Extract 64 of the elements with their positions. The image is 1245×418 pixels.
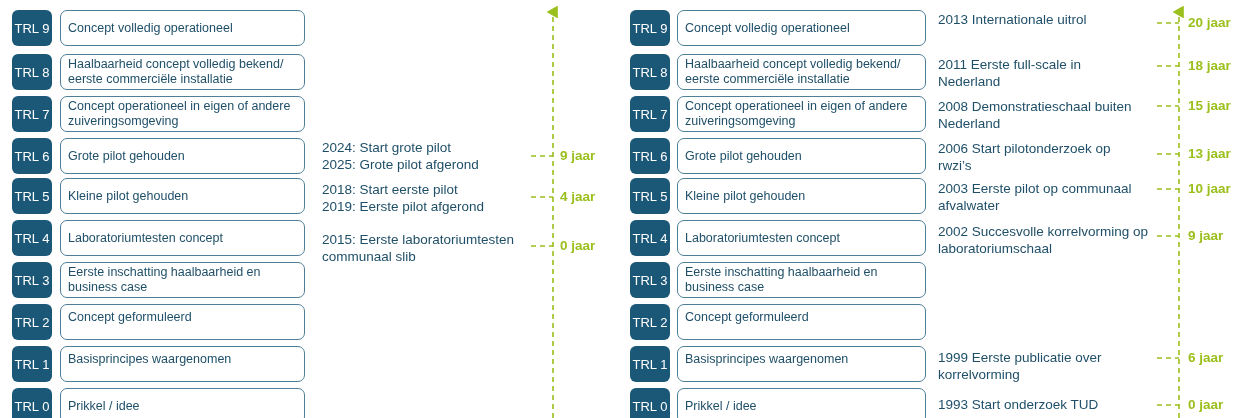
level-badge: TRL 1 bbox=[630, 346, 670, 382]
level-description-box: Concept volledig operationeel bbox=[677, 10, 926, 46]
level-description-box: Concept geformuleerd bbox=[60, 304, 305, 340]
milestone-text: 2002 Succesvolle korrelvorming op laboratoriumschaal bbox=[938, 223, 1150, 257]
level-description-box: Laboratoriumtesten concept bbox=[60, 220, 305, 256]
level-badge: TRL 6 bbox=[630, 138, 670, 174]
level-description-box: Prikkel / idee bbox=[60, 388, 305, 418]
level-description-box: Haalbaarheid concept volledig bekend/ eerste commerciële installatie bbox=[677, 54, 926, 90]
duration-label: 9 jaar bbox=[1188, 227, 1224, 244]
level-badge: TRL 3 bbox=[12, 262, 52, 298]
milestone-text: 2015: Eerste laboratoriumtesten communaal slib bbox=[322, 231, 516, 265]
level-badge: TRL 2 bbox=[12, 304, 52, 340]
level-badge: TRL 8 bbox=[12, 54, 52, 90]
level-badge: TRL 5 bbox=[12, 178, 52, 214]
level-badge: TRL 9 bbox=[12, 10, 52, 46]
duration-label: 0 jaar bbox=[560, 237, 596, 254]
level-badge: TRL 1 bbox=[12, 346, 52, 382]
level-badge: TRL 2 bbox=[630, 304, 670, 340]
level-description-box: Haalbaarheid concept volledig bekend/ eerste commerciële installatie bbox=[60, 54, 305, 90]
level-badge: TRL 5 bbox=[630, 178, 670, 214]
milestone-text: 1999 Eerste publicatie over korrelvorming bbox=[938, 349, 1103, 383]
level-badge: TRL 4 bbox=[630, 220, 670, 256]
level-description-box: Eerste inschatting haalbaarheid en business case bbox=[677, 262, 926, 298]
level-description-box: Concept volledig operationeel bbox=[60, 10, 305, 46]
level-description-box: Kleine pilot gehouden bbox=[60, 178, 305, 214]
milestone-text: 2018: Start eerste pilot bbox=[322, 181, 459, 198]
level-description-box: Concept operationeel in eigen of andere zuiveringsomgeving bbox=[60, 96, 305, 132]
milestone-text: 2011 Eerste full-scale in Nederland bbox=[938, 56, 1083, 90]
duration-label: 0 jaar bbox=[1188, 396, 1224, 413]
level-badge: TRL 6 bbox=[12, 138, 52, 174]
level-badge: TRL 0 bbox=[12, 388, 52, 418]
level-badge: TRL 3 bbox=[630, 262, 670, 298]
duration-label: 9 jaar bbox=[560, 147, 596, 164]
level-badge: TRL 7 bbox=[630, 96, 670, 132]
milestone-text: 2024: Start grote pilot bbox=[322, 139, 453, 156]
level-badge: TRL 0 bbox=[630, 388, 670, 418]
level-description-box: Laboratoriumtesten concept bbox=[677, 220, 926, 256]
milestone-text: 2006 Start pilotonderzoek op rwzi’s bbox=[938, 140, 1112, 174]
duration-label: 10 jaar bbox=[1188, 180, 1231, 197]
level-badge: TRL 8 bbox=[630, 54, 670, 90]
level-badge: TRL 7 bbox=[12, 96, 52, 132]
level-description-box: Prikkel / idee bbox=[677, 388, 926, 418]
level-description-box: Concept geformuleerd bbox=[677, 304, 926, 340]
level-description-box: Basisprincipes waargenomen bbox=[677, 346, 926, 382]
milestone-text: 2013 Internationale uitrol bbox=[938, 11, 1088, 28]
milestone-text: 2019: Eerste pilot afgerond bbox=[322, 198, 486, 215]
level-description-box: Concept operationeel in eigen of andere zuiveringsomgeving bbox=[677, 96, 926, 132]
level-description-box: Grote pilot gehouden bbox=[60, 138, 305, 174]
duration-label: 13 jaar bbox=[1188, 145, 1231, 162]
milestone-text: 2008 Demonstratieschaal buiten Nederland bbox=[938, 98, 1133, 132]
duration-label: 15 jaar bbox=[1188, 97, 1231, 114]
milestone-text: 2025: Grote pilot afgerond bbox=[322, 156, 480, 173]
milestone-text: 2003 Eerste pilot op communaal afvalwater bbox=[938, 180, 1133, 214]
duration-label: 6 jaar bbox=[1188, 349, 1224, 366]
milestone-text: 1993 Start onderzoek TUD bbox=[938, 396, 1100, 413]
level-badge: TRL 4 bbox=[12, 220, 52, 256]
level-description-box: Grote pilot gehouden bbox=[677, 138, 926, 174]
level-description-box: Kleine pilot gehouden bbox=[677, 178, 926, 214]
level-description-box: Eerste inschatting haalbaarheid en business case bbox=[60, 262, 305, 298]
duration-label: 4 jaar bbox=[560, 188, 596, 205]
duration-label: 20 jaar bbox=[1188, 14, 1231, 31]
duration-label: 18 jaar bbox=[1188, 57, 1231, 74]
level-description-box: Basisprincipes waargenomen bbox=[60, 346, 305, 382]
level-badge: TRL 9 bbox=[630, 10, 670, 46]
